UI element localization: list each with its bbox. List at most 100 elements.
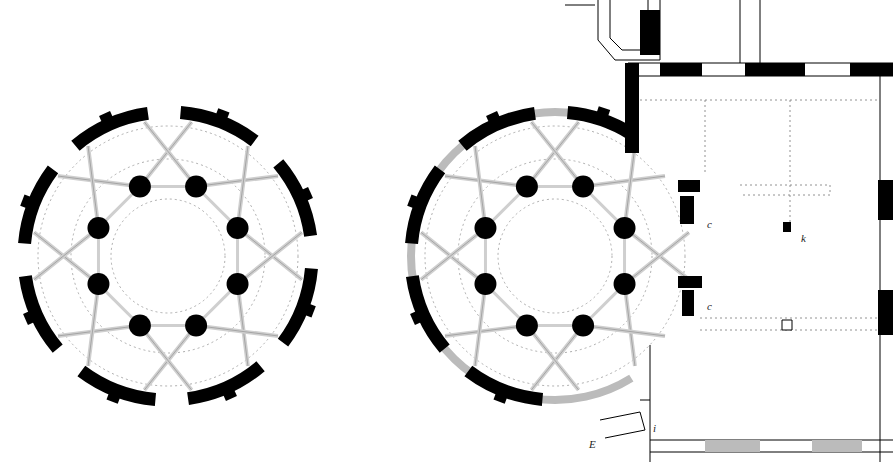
wall-line [650,345,651,462]
wall-segment [625,63,639,153]
vault-rib [140,326,192,390]
vault-rib [625,146,635,228]
pier [782,320,792,330]
vault-rib [238,284,248,366]
vault-rib [531,326,583,390]
buttress [23,309,39,325]
vault-rib-line [58,176,140,186]
vault-rib [58,176,140,186]
guide-line [790,100,791,225]
vault-rib [475,146,485,228]
column [474,217,496,239]
column [227,273,249,295]
label-holder: k [800,228,807,246]
buttress [99,111,115,127]
column [474,273,496,295]
buttress [410,309,426,325]
callout-letter: k [800,232,807,244]
buttress [297,187,313,203]
vault-rib [475,284,485,366]
buttress [221,385,237,401]
label-holder: c [706,296,713,314]
buttress [493,388,509,404]
buttress [214,108,230,124]
stair-outline [600,412,645,438]
annex-building [565,0,893,462]
column [87,217,109,239]
guide-circle [498,199,612,313]
vault-rib-line [238,232,302,284]
vault-rib-line [144,326,196,390]
vault-rib [34,232,98,284]
vault-rib-line [527,326,579,390]
vault-rib-line [196,176,278,186]
window-band [411,112,631,400]
vault-rib-line [88,284,98,366]
vault-rib-line [88,146,98,228]
column [129,175,151,197]
buttress [20,194,36,210]
vault-rib-line [238,146,248,228]
column [572,175,594,197]
pier [783,222,791,232]
vault-rib-line [140,326,192,390]
vault-rib [34,228,98,280]
vault-rib [421,232,485,284]
wall-line [880,76,881,462]
vault-rib-line [531,326,583,390]
vault-rib [238,232,302,284]
vault-rib [625,228,689,280]
vault-rib [445,326,527,336]
vault-rib [445,176,527,186]
vault-rib [140,122,192,186]
vault-rib [88,146,98,228]
vault-rib-line [583,326,665,336]
column [572,315,594,337]
wall-fragment [678,180,700,192]
vault-rib-line [625,284,635,366]
vault-rib [88,284,98,366]
window [812,440,862,452]
vault-rib-line [583,176,665,186]
right-rotunda [407,106,689,404]
vault-rib-line [445,176,527,186]
callout-letter: E [588,438,597,450]
tower-outline [598,0,660,60]
wall-segment [850,63,893,76]
wall-fragment [680,196,694,224]
vault-rib [583,176,665,186]
vault-rib [144,122,196,186]
vault-rib-line [445,326,527,336]
vault-rib-line [531,122,583,186]
column [614,273,636,295]
wall-segment [878,290,893,335]
vault-rib [527,326,579,390]
label-holder: E [588,434,597,452]
wall-segment [878,180,893,220]
guide-line [705,100,706,175]
guide-line [740,185,830,195]
buttress [300,302,316,318]
buttress [407,194,423,210]
vault-rib-line [196,326,278,336]
vault-rib-line [421,232,485,284]
label-holder: i [652,418,657,436]
vault-rib-line [34,228,98,280]
vault-rib [144,326,196,390]
guide-circle [425,126,685,386]
column [614,217,636,239]
wall-line [760,0,761,63]
vault-rib-line [58,326,140,336]
buttress [486,111,502,127]
guide-circle [38,126,298,386]
vault-rib-line [475,284,485,366]
vault-rib-line [625,146,635,228]
label-holder: c [706,214,713,232]
vault-rib [421,228,485,280]
column [516,315,538,337]
wall-fragment [678,276,702,288]
vault-rib-line [140,122,192,186]
buttress [106,388,122,404]
